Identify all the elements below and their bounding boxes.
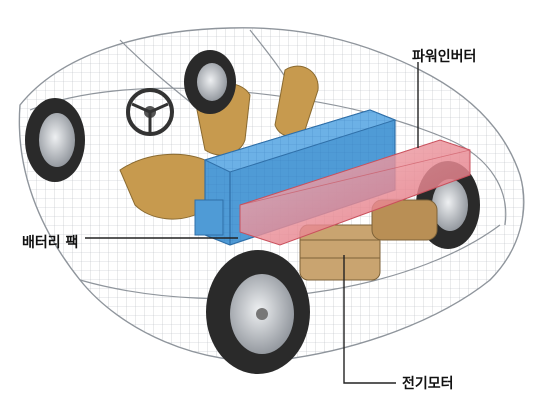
front-right-wheel: [184, 50, 236, 114]
steering-wheel: [126, 88, 174, 136]
front-left-wheel: [25, 98, 85, 182]
motor-leader: [343, 255, 396, 384]
leader-lines: [85, 62, 419, 384]
power-inverter: [239, 139, 471, 246]
rear-left-wheel: [206, 250, 310, 374]
power-inverter-label: 파워인버터: [412, 49, 477, 65]
electric-motor-label: 전기모터: [402, 376, 454, 392]
battery-pack-label: 배터리 팩: [22, 235, 79, 251]
electric-motor: [299, 199, 438, 281]
